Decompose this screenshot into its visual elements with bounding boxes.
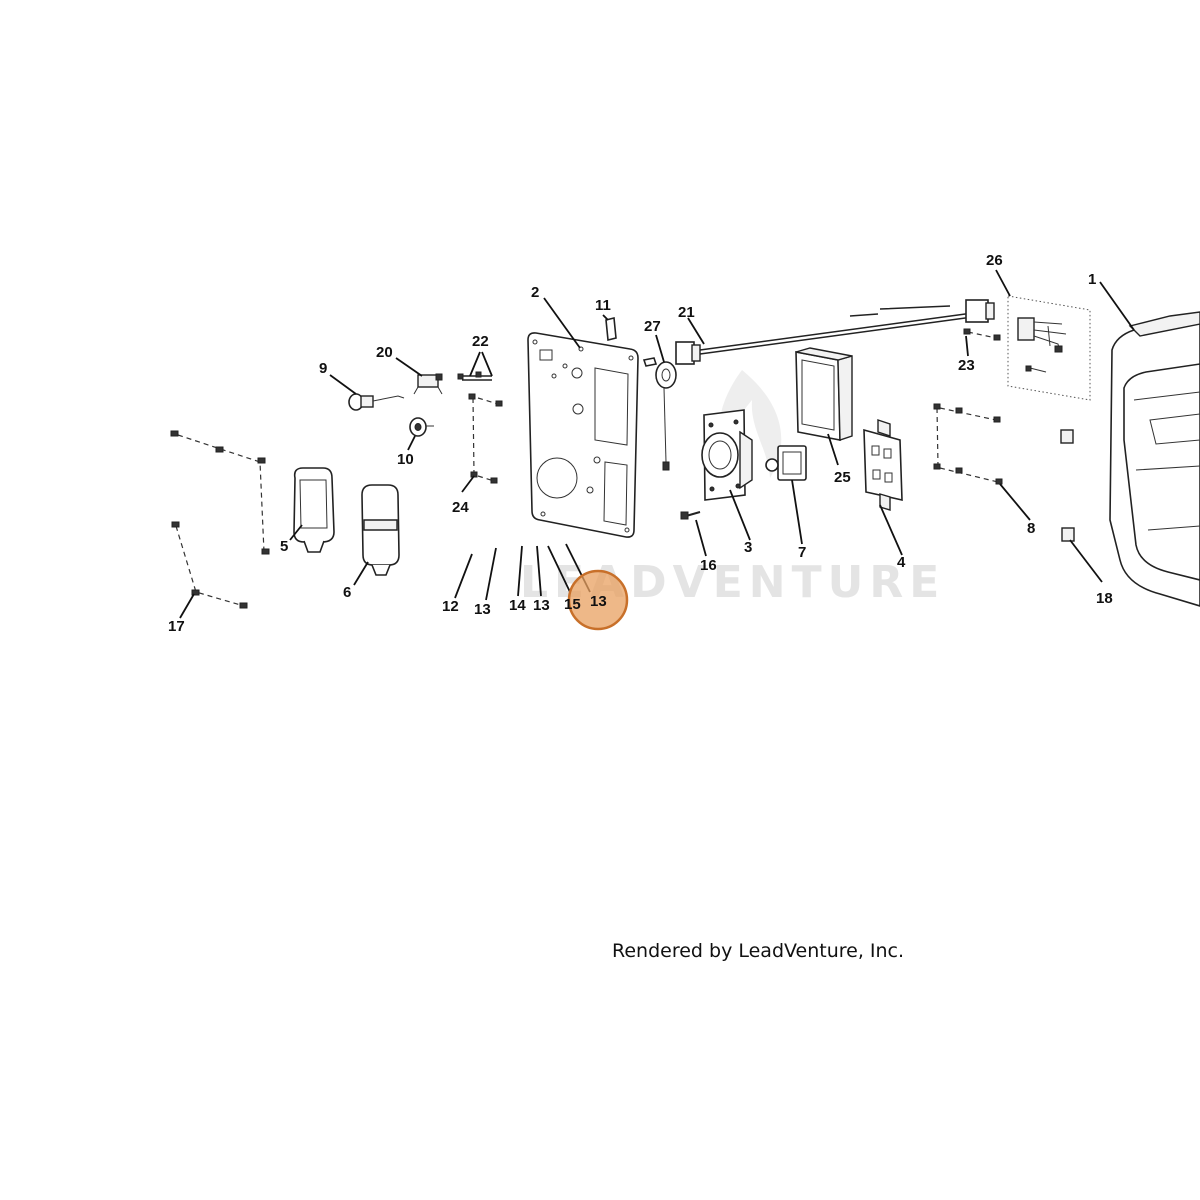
part-11-pin — [605, 316, 658, 367]
callout-24[interactable]: 24 — [452, 499, 469, 516]
part-2-control-panel[interactable] — [527, 332, 639, 538]
callout-20[interactable]: 20 — [376, 344, 393, 361]
part-8-screws — [933, 403, 1003, 485]
part-22-screws — [457, 371, 492, 381]
part-1-housing[interactable] — [1109, 311, 1200, 607]
callout-14[interactable]: 14 — [509, 597, 526, 614]
callout-8[interactable]: 8 — [1027, 520, 1035, 537]
part-25-module[interactable] — [795, 347, 853, 441]
part-5-outlet-cover[interactable] — [293, 467, 335, 553]
callout-15[interactable]: 15 — [564, 596, 581, 613]
part-26-wiring-kit[interactable] — [1007, 295, 1091, 401]
part-3-receptacle[interactable] — [701, 409, 753, 501]
callout-5[interactable]: 5 — [280, 538, 288, 555]
callout-1[interactable]: 1 — [1088, 271, 1096, 288]
part-4-duplex-outlet[interactable] — [863, 419, 903, 511]
callout-13b[interactable]: 13 — [533, 597, 550, 614]
callout-4[interactable]: 4 — [897, 554, 906, 571]
part-16-screw — [680, 511, 701, 520]
selected-callout-highlight — [567, 569, 629, 631]
callout-27[interactable]: 27 — [644, 318, 661, 335]
callout-26[interactable]: 26 — [986, 252, 1003, 269]
callout-22[interactable]: 22 — [472, 333, 489, 350]
callout-25[interactable]: 25 — [834, 469, 851, 486]
callout-3[interactable]: 3 — [744, 539, 752, 556]
part-10-knob[interactable] — [409, 417, 434, 437]
callout-21[interactable]: 21 — [678, 304, 695, 321]
part-6-outlet-cover[interactable] — [361, 484, 400, 576]
part-27-ring[interactable] — [655, 361, 677, 471]
part-9-switch[interactable] — [348, 393, 405, 411]
part-21-harness[interactable] — [675, 299, 995, 365]
part-20-switch[interactable] — [413, 373, 443, 395]
callout-labels: 1 2 3 4 5 6 7 8 9 10 11 12 13 14 13 15 1… — [168, 252, 1113, 635]
callout-16[interactable]: 16 — [700, 557, 717, 574]
callout-11[interactable]: 11 — [595, 297, 611, 314]
callout-10[interactable]: 10 — [397, 451, 414, 468]
leader-lines — [179, 269, 1135, 619]
part-7-breaker[interactable] — [765, 445, 807, 481]
callout-9[interactable]: 9 — [319, 360, 327, 377]
callout-7[interactable]: 7 — [798, 544, 806, 561]
part-17-screws — [170, 430, 270, 609]
part-18-clips — [1060, 429, 1075, 542]
part-23-screw — [963, 328, 1001, 341]
callout-2[interactable]: 2 — [531, 284, 539, 301]
part-24-screws — [468, 393, 503, 484]
footer-credit: Rendered by LeadVenture, Inc. — [612, 940, 904, 962]
callout-12[interactable]: 12 — [442, 598, 459, 615]
callout-13c[interactable]: 13 — [590, 593, 607, 610]
callout-18[interactable]: 18 — [1096, 590, 1113, 607]
callout-17[interactable]: 17 — [168, 618, 185, 635]
callout-23[interactable]: 23 — [958, 357, 975, 374]
callout-13a[interactable]: 13 — [474, 601, 491, 618]
callout-6[interactable]: 6 — [343, 584, 351, 601]
